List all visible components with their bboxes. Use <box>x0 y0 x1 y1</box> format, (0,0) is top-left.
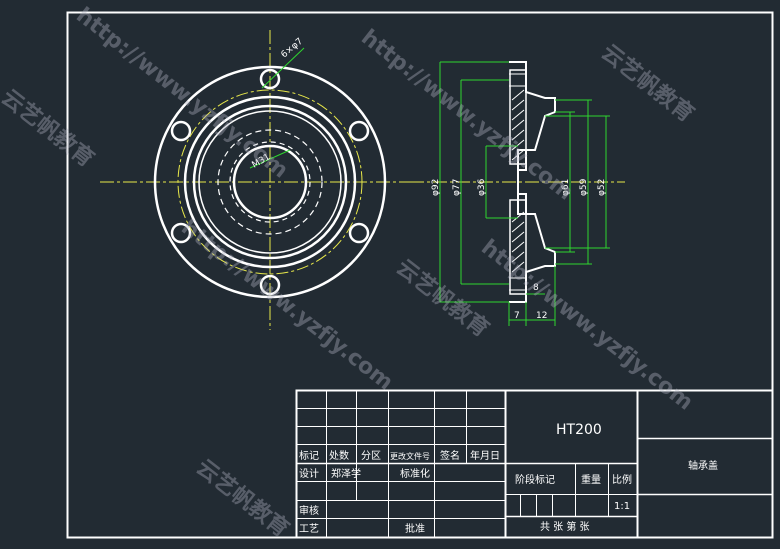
dim-d61: φ61 <box>561 179 571 196</box>
hole-note: 6×φ7 <box>280 37 306 61</box>
tb-date: 年月日 <box>470 449 500 462</box>
tb-review: 审核 <box>299 504 319 517</box>
watermark: http://www.yzfjy.com http://www.yzfjy.co… <box>0 3 699 542</box>
watermark-brand-1: 云艺帆教育 <box>0 84 99 172</box>
tb-approve: 批准 <box>405 522 425 535</box>
watermark-brand-2: 云艺帆教育 <box>596 39 699 127</box>
title-block <box>295 389 774 539</box>
tb-change-doc: 更改文件号 <box>390 451 430 461</box>
tb-scale-value: 1:1 <box>614 501 630 512</box>
part-name: 轴承盖 <box>688 459 718 472</box>
tb-standardization: 标准化 <box>400 467 430 480</box>
tb-zone: 分区 <box>361 450 381 462</box>
tb-mark: 标记 <box>299 450 319 462</box>
dim-d52: φ52 <box>597 179 607 196</box>
tb-stage-mark: 阶段标记 <box>515 473 555 486</box>
dim-d77: φ77 <box>452 179 462 196</box>
dim-len-12: 12 <box>536 311 547 321</box>
tb-design-label: 设计 <box>299 467 319 480</box>
dim-d92: φ92 <box>431 179 441 196</box>
dim-len-8: 8 <box>533 283 539 293</box>
tb-scale-label: 比例 <box>612 473 632 486</box>
tb-weight: 重量 <box>581 473 601 486</box>
tb-designer: 郑泽学 <box>331 467 361 480</box>
watermark-url-1: http://www.yzfjy.com <box>71 3 292 184</box>
watermark-url-3: http://www.yzfjy.com <box>176 215 397 396</box>
dim-d59: φ59 <box>579 178 589 196</box>
tb-sign: 签名 <box>440 449 460 462</box>
tb-process: 工艺 <box>299 523 319 535</box>
tb-sheets: 共 张 第 张 <box>540 520 590 533</box>
material-label: HT200 <box>556 422 602 438</box>
watermark-brand-4: 云艺帆教育 <box>191 454 294 542</box>
tb-count: 处数 <box>329 449 349 462</box>
dim-len-7: 7 <box>514 311 520 321</box>
watermark-brand-3: 云艺帆教育 <box>391 254 494 342</box>
section-view: φ92 φ77 φ36 φ61 φ59 φ52 7 12 8 <box>410 61 625 326</box>
dim-d36: φ36 <box>477 178 487 196</box>
